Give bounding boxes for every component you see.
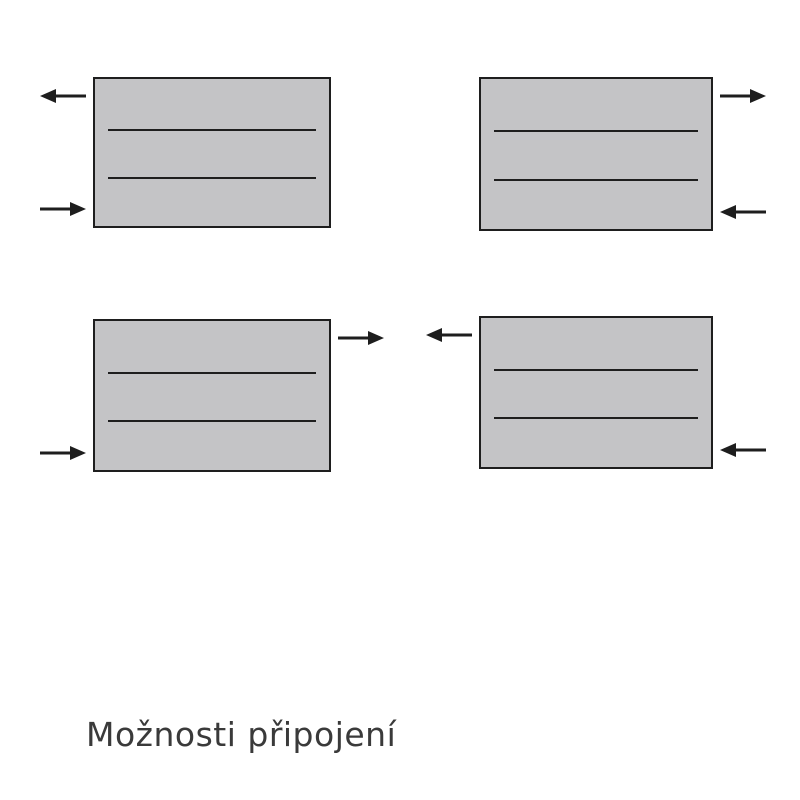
arrow-right-bottom-left (720, 205, 766, 219)
arrow-left-bottom-right (40, 446, 86, 460)
radiator-body (479, 77, 713, 231)
radiator-body (93, 77, 331, 228)
radiator-top-right (479, 77, 766, 231)
arrow-left-top-left (40, 89, 86, 103)
arrow-right-top-right (338, 331, 384, 345)
radiators-layer (40, 77, 766, 472)
arrow-left-top-left (426, 328, 472, 342)
radiator-bottom-right (426, 316, 766, 469)
arrow-right-top-right (720, 89, 766, 103)
radiator-top-left (40, 77, 331, 228)
arrow-left-bottom-right (40, 202, 86, 216)
arrow-right-bottom-left (720, 443, 766, 457)
radiator-bottom-left (40, 319, 384, 472)
caption: Možnosti připojení (86, 715, 397, 754)
radiator-body (93, 319, 331, 472)
radiator-body (479, 316, 713, 469)
